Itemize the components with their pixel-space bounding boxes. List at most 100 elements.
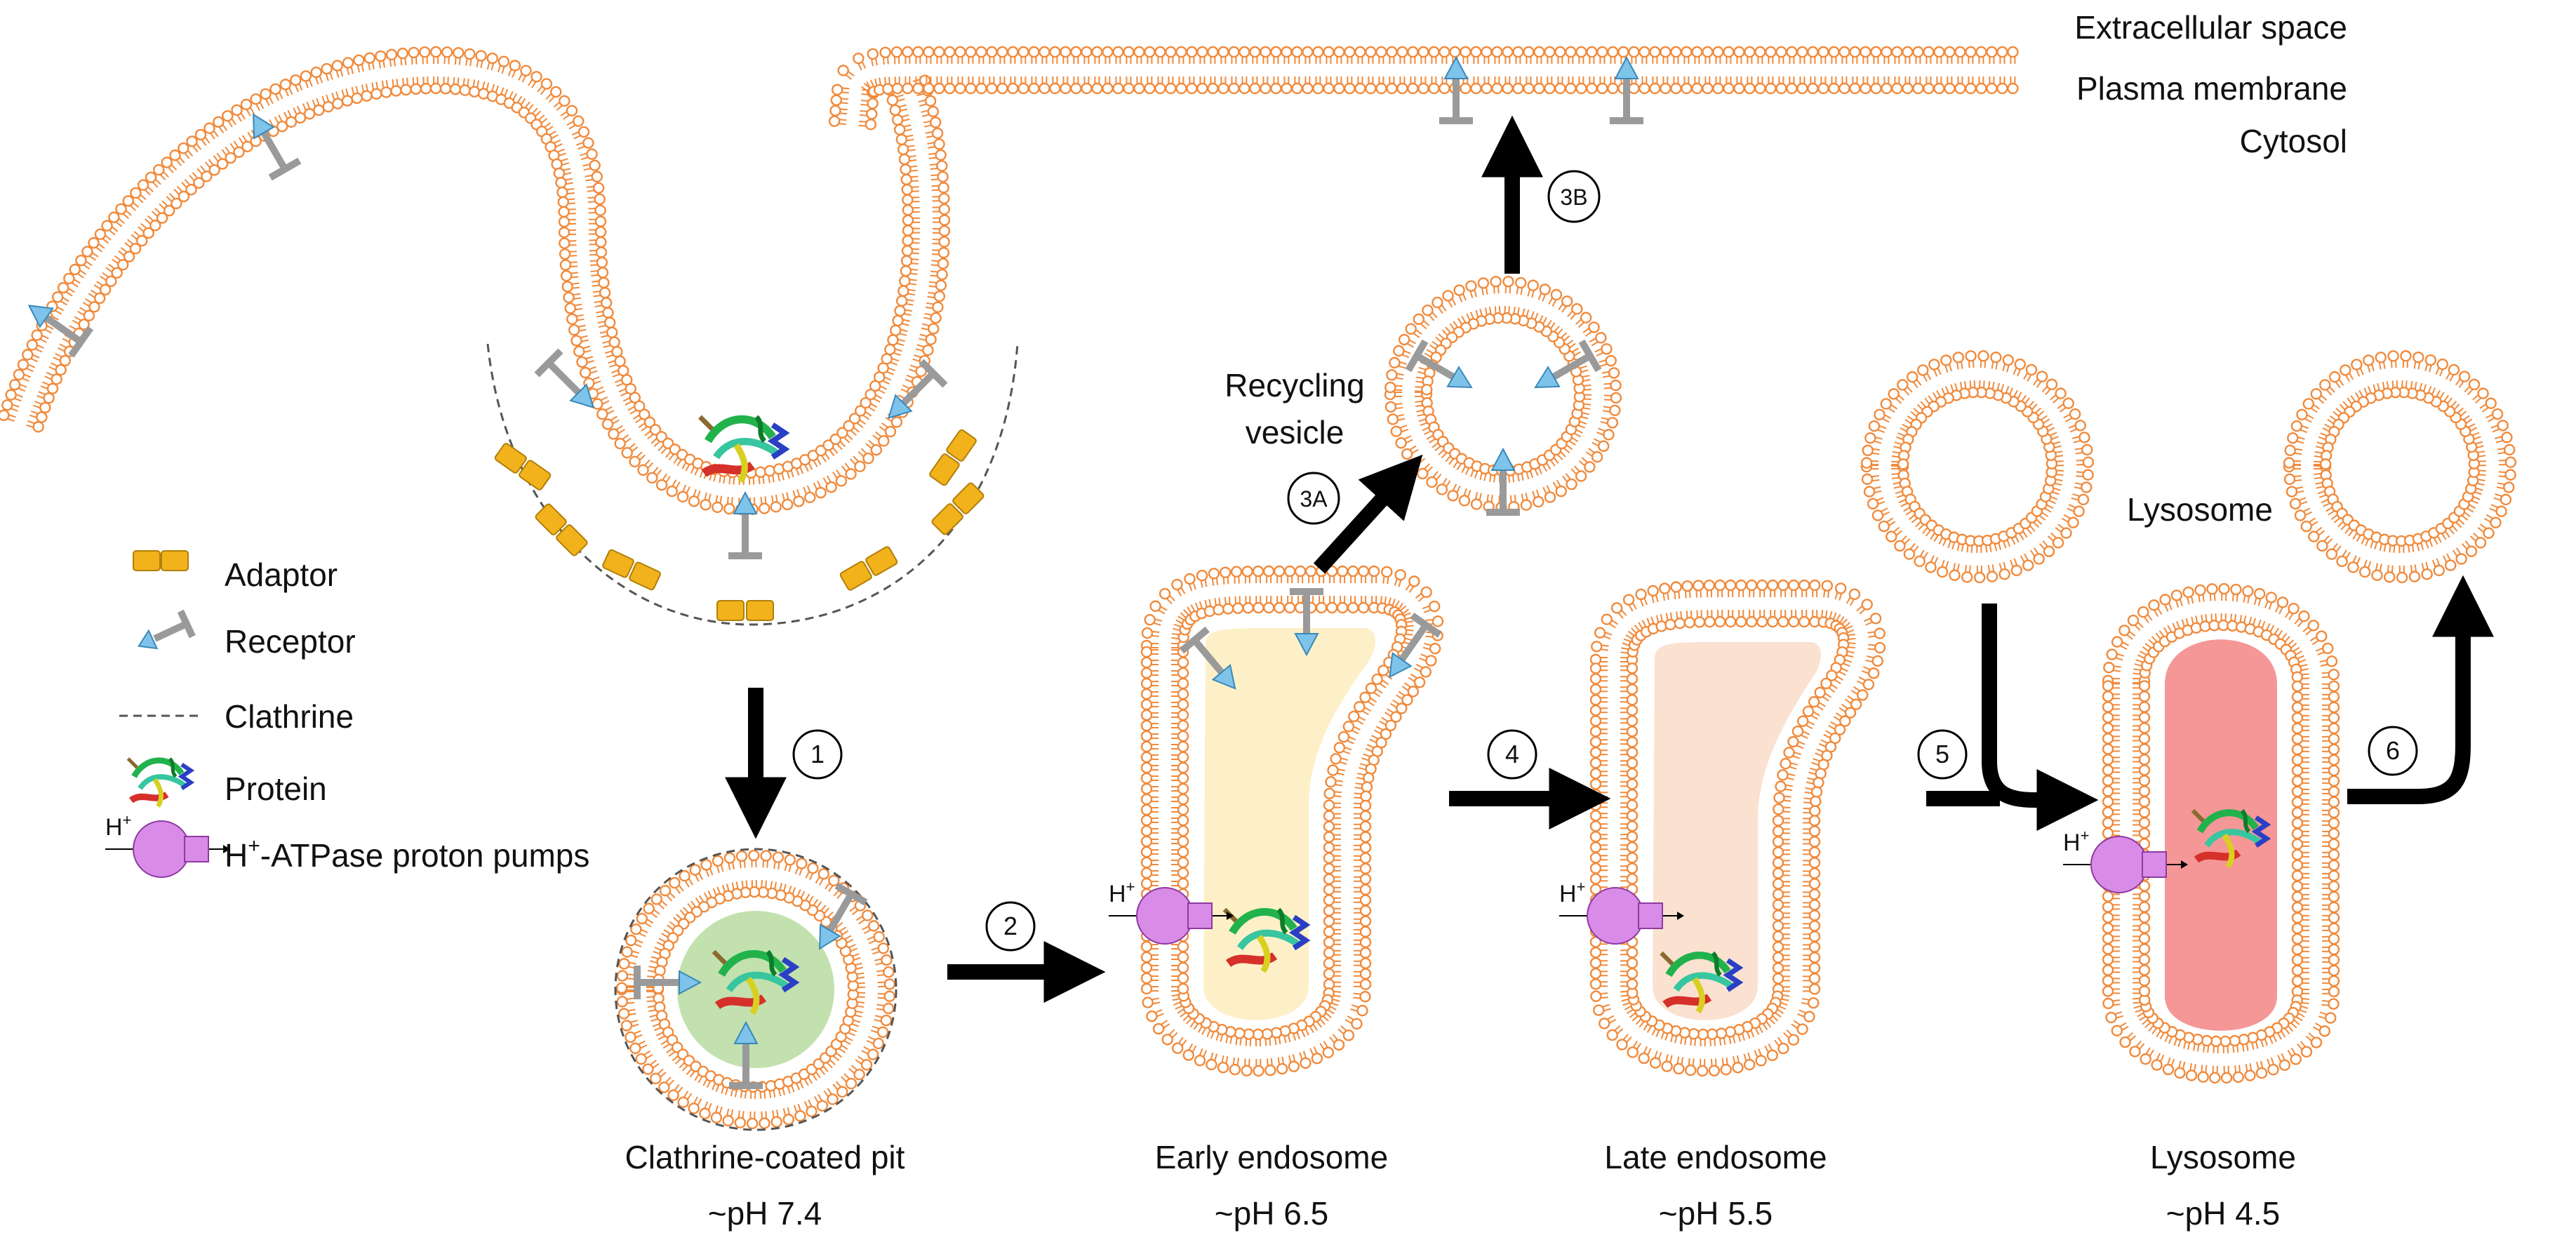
receptor [1179, 626, 1236, 690]
proton-pump: H+ [1109, 878, 1234, 945]
lipid-tails [3, 51, 945, 510]
receptor [818, 882, 868, 950]
legend-pump-icon: H+ [105, 811, 230, 878]
legend-protein-icon [126, 757, 195, 808]
lysosome-vesicle-membrane [2307, 374, 2492, 559]
protein-icon [712, 949, 800, 1015]
legend-protein-label: Protein [225, 771, 327, 807]
svg-text:2: 2 [1003, 912, 1017, 940]
arrow-step-6 [2347, 575, 2494, 804]
lipid-tails [1866, 356, 2089, 578]
legend-adaptor-label: Adaptor [225, 556, 338, 593]
cytosol-label: Cytosol [2240, 123, 2347, 159]
h-plus-label: H+ [2063, 827, 2089, 856]
svg-text:6: 6 [2386, 736, 2400, 765]
region-labels: Extracellular space Plasma membrane Cyto… [2074, 9, 2347, 159]
receptor [1389, 612, 1442, 679]
proton-pump: H+ [2063, 827, 2188, 893]
lumen-fills [677, 628, 2277, 1068]
adaptors [494, 429, 985, 621]
receptor [1290, 588, 1323, 657]
lipid-heads [2283, 350, 2517, 584]
svg-text:3B: 3B [1560, 185, 1587, 210]
protein-icon [698, 415, 790, 484]
adaptor [839, 546, 898, 591]
legend: Adaptor Receptor Clathrine Protein H+ H+… [105, 550, 589, 878]
context-labels: Recycling vesicle Lysosome [1224, 367, 2273, 528]
bilayer [2283, 350, 2517, 584]
step-6-badge: 6 [2368, 726, 2418, 776]
bilayer [2102, 582, 2340, 1084]
stage-early-name: Early endosome [1155, 1139, 1388, 1175]
receptor [1486, 447, 1520, 516]
legend-adaptor-icon [133, 550, 189, 571]
stage-pit-name: Clathrine-coated pit [625, 1139, 905, 1175]
recycling-vesicle-label-1: Recycling [1224, 367, 1364, 404]
plasma-membrane-label: Plasma membrane [2076, 70, 2347, 107]
svg-text:3A: 3A [1300, 486, 1328, 512]
lipid-tails [834, 52, 2016, 128]
step-3a-badge: 3A [1287, 472, 1340, 525]
lipid-bilayers [0, 46, 2517, 1130]
h-plus-label: H+ [1559, 878, 1585, 907]
step-badges: 1 2 3A 3B 4 5 6 [792, 170, 2418, 952]
protein-icon [2191, 808, 2271, 869]
adaptor [535, 503, 588, 556]
stage-late-ph: ~pH 5.5 [1659, 1195, 1773, 1232]
proteins [698, 415, 2271, 1015]
stage-late-name: Late endosome [1604, 1139, 1827, 1175]
receptor [534, 348, 595, 409]
step-3b-badge: 3B [1547, 170, 1601, 223]
legend-pump-label: H+-ATPase proton pumps [225, 834, 589, 874]
lysosome-top-label: Lysosome [2127, 491, 2273, 528]
arrow-step-5 [1982, 604, 2099, 831]
receptor [252, 113, 302, 181]
bilayer [1860, 350, 2095, 584]
step-4-badge: 4 [1487, 729, 1537, 780]
lipid-heads [1589, 579, 1886, 1077]
receptor [887, 359, 948, 420]
adaptor [494, 443, 552, 491]
lipid-heads [615, 849, 896, 1130]
plasma-membrane-invaginating [21, 70, 926, 491]
late-endosome-lumen [1653, 642, 1821, 1020]
proton-pumps: H+ H+ H+ [1109, 827, 2188, 945]
stage-lysosome-ph: ~pH 4.5 [2166, 1195, 2280, 1232]
clathrine-circle [614, 848, 897, 1131]
bilayer [1589, 579, 1886, 1077]
svg-text:4: 4 [1505, 740, 1519, 768]
extracellular-label: Extracellular space [2074, 9, 2347, 46]
svg-text:1: 1 [810, 740, 825, 768]
bilayer [615, 849, 896, 1130]
lipid-tails [621, 855, 890, 1124]
stage-labels: Clathrine-coated pit ~pH 7.4 Early endos… [625, 1139, 2296, 1232]
legend-receptor-icon [138, 609, 196, 650]
bilayer [1140, 565, 1444, 1077]
lipid-heads [828, 46, 2019, 131]
receptors [27, 55, 1643, 1089]
receptor [729, 1020, 763, 1089]
recycling-vesicle-label-2: vesicle [1246, 414, 1344, 451]
protein-icon [1222, 907, 1311, 973]
step-2-badge: 2 [985, 901, 1036, 952]
adaptor [602, 549, 661, 591]
receptor [634, 966, 702, 999]
legend-clathrine-label: Clathrine [225, 698, 354, 735]
adaptor [929, 429, 977, 486]
svg-text:5: 5 [1935, 740, 1949, 768]
arrow-step-3a [1313, 454, 1423, 574]
protein-icon [126, 757, 195, 808]
step-5-badge: 5 [1917, 729, 1968, 780]
lipid-heads [1140, 565, 1444, 1077]
stage-pit-ph: ~pH 7.4 [708, 1195, 822, 1232]
lipid-tails [2107, 588, 2334, 1079]
h-plus-label: H+ [1109, 878, 1135, 907]
protein-icon [1660, 951, 1744, 1014]
receptor [1439, 55, 1473, 124]
receptor [1405, 339, 1473, 389]
lipid-heads [0, 46, 951, 516]
receptor [728, 491, 762, 559]
legend-receptor-label: Receptor [225, 623, 356, 660]
